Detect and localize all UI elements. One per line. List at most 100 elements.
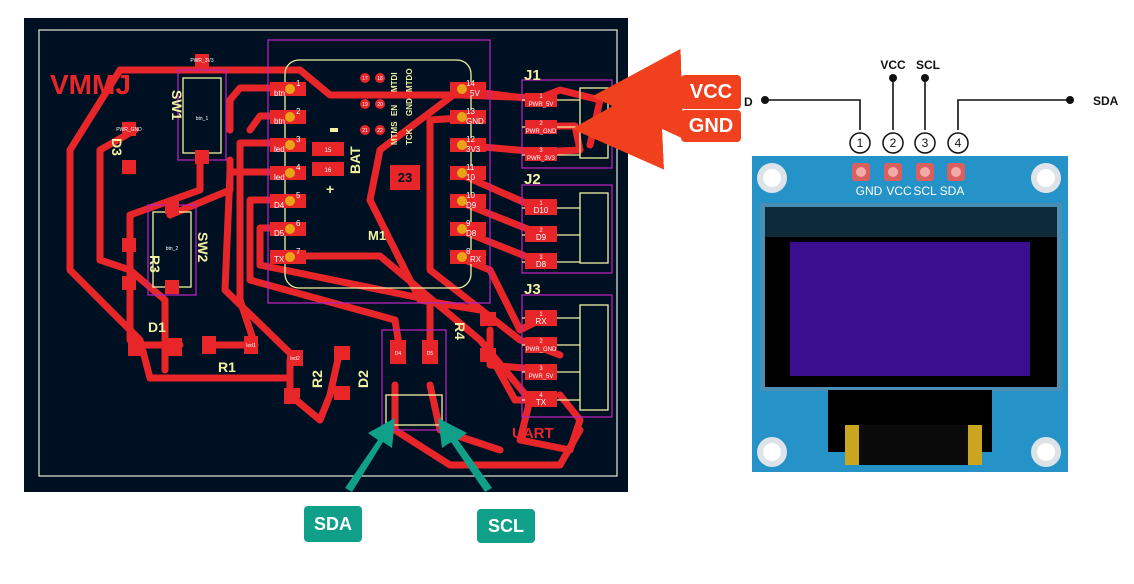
pin-label-13: GND: [466, 117, 484, 126]
pin-num-14: 14: [466, 79, 475, 88]
pin-label-6: D5: [274, 229, 285, 238]
j2-pin-3: 3: [539, 255, 543, 261]
ref-d2: D2: [355, 370, 371, 388]
j1-ref: J1: [524, 67, 541, 84]
pin-label-5: D4: [274, 201, 285, 210]
pin-label-7: TX: [274, 255, 285, 264]
j1-pads: [525, 93, 557, 161]
oled-pin-scl: SCL: [913, 184, 937, 198]
j1-pin-3: 3: [539, 148, 543, 154]
label-en: EN: [390, 105, 399, 116]
module-left-pads: [270, 82, 306, 264]
inner-pad-19: 19: [362, 102, 368, 108]
oled-screen: [790, 242, 1030, 376]
uart-label: UART: [512, 425, 554, 442]
ref-d1: D1: [148, 319, 166, 335]
oled-flex-left-tab: [845, 425, 859, 465]
pad-d5: D5: [427, 351, 434, 357]
sda-arrow: [345, 418, 395, 492]
j1-pin-1: 1: [539, 94, 543, 100]
oled-panel-top: [765, 207, 1057, 237]
j2-net-1: D10: [534, 206, 549, 215]
j1-net-2: PWR_GND: [526, 129, 557, 135]
inner-pad-18: 18: [377, 76, 383, 82]
sda-callout: SDA: [304, 506, 362, 542]
oled-wire-sda-label: SDA: [1093, 94, 1119, 108]
pin-num-7: 7: [296, 247, 301, 256]
module-ref: M1: [368, 228, 386, 243]
pad-led1: led1: [246, 343, 256, 349]
i2c-arrows: [345, 418, 492, 492]
j3-pin-3: 3: [539, 366, 543, 372]
oled-pin-gnd: GND: [856, 184, 883, 198]
j3-net-4: TX: [536, 398, 547, 407]
j2-pads: [525, 199, 557, 269]
j2-net-2: D9: [536, 233, 547, 242]
inner-pad-22: 22: [377, 128, 383, 134]
oled-pin-num-3: 3: [922, 136, 929, 150]
gnd-arrow: [572, 79, 677, 170]
j3-net-2: PWR_GND: [526, 347, 557, 353]
bat-pad-16: [312, 162, 344, 176]
oled-pin-vcc: VCC: [886, 184, 912, 198]
j3-pin-4: 4: [539, 393, 543, 399]
pin-label-1: btn: [274, 89, 285, 98]
oled-pin-num-4: 4: [955, 136, 962, 150]
j3-ref: J3: [524, 281, 541, 298]
oled-wire-scl-label: SCL: [916, 58, 940, 72]
vcc-callout: VCC: [681, 75, 741, 109]
label-tck: TCK: [405, 128, 414, 145]
oled-pin-num-1: 1: [857, 136, 864, 150]
j1-pin-2: 2: [539, 121, 543, 127]
pad-pwr3v3-top: PWR_3V3: [190, 58, 214, 64]
inner-pad-17: 17: [362, 76, 368, 82]
pin-num-8: 8: [466, 247, 471, 256]
pin-num-13: 13: [466, 107, 475, 116]
inner-pad-20: 20: [377, 102, 383, 108]
mount-holes: [757, 163, 1061, 467]
oled-flex-body: [859, 425, 968, 465]
ref-sw2: SW2: [195, 232, 211, 263]
j1-net-1: PWR_5V: [529, 102, 554, 108]
pin-num-11: 11: [466, 163, 475, 172]
ref-r4: R4: [452, 322, 468, 340]
pin-num-6: 6: [296, 219, 301, 228]
bat-pad-16-label: 16: [325, 168, 332, 174]
label-mtms: MTMS: [390, 121, 399, 145]
pin-label-11: 10: [466, 173, 475, 182]
ref-r2: R2: [309, 370, 325, 388]
oled-wire-gnd-label: D: [744, 95, 753, 109]
j3-pin-1: 1: [539, 312, 543, 318]
j1-net-3: PWR_3V3: [527, 156, 556, 162]
pin-label-2: btn: [274, 117, 285, 126]
pin-num-1: 1: [296, 79, 301, 88]
scl-arrow: [438, 418, 492, 492]
bat-pad-15-label: 15: [325, 148, 332, 154]
inner-jtag-pads: [360, 73, 385, 135]
ref-d3: D3: [109, 138, 125, 156]
brand-logo: VMMJ: [50, 69, 131, 100]
j2-net-3: D8: [536, 260, 547, 269]
pad-btn2: btn_2: [166, 246, 179, 252]
bat-pad-15: [312, 142, 344, 156]
pad-d4: D4: [395, 351, 402, 357]
pin-label-10: D9: [466, 201, 477, 210]
ref-sw1: SW1: [169, 90, 185, 121]
pad-pwr-gnd-left: PWR_GND: [116, 127, 142, 133]
bat-plus: +: [326, 181, 334, 197]
pin-label-4: led: [274, 173, 285, 182]
j2-pin-2: 2: [539, 228, 543, 234]
module-right-pads: [450, 82, 486, 264]
oled-pin-sda: SDA: [940, 184, 965, 198]
pad-led2: led2: [290, 356, 300, 362]
oled-header-pins: [852, 163, 965, 181]
j2-pin-1: 1: [539, 201, 543, 207]
vcc-arrow: [592, 48, 684, 139]
pin-num-10: 10: [466, 191, 475, 200]
inner-pad-21: 21: [362, 128, 368, 134]
pin-num-4: 4: [296, 163, 301, 172]
pin-num-2: 2: [296, 107, 301, 116]
pin-label-12: 3V3: [466, 145, 481, 154]
pin-label-3: led: [274, 145, 285, 154]
